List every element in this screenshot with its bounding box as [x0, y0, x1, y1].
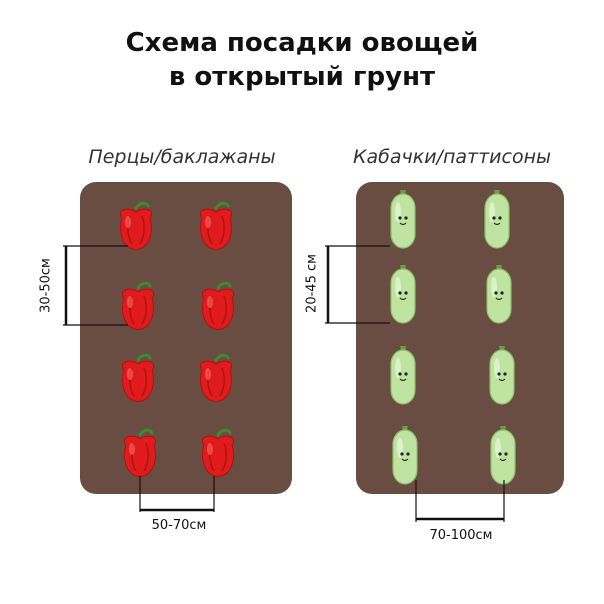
pepper-icon — [122, 428, 158, 478]
right-plant-spacing-bracket — [415, 480, 505, 522]
zucchini-icon — [392, 425, 418, 485]
zucchini-icon — [490, 425, 516, 485]
zucchini-icon — [484, 189, 510, 249]
left-row-spacing-label: 30-50см — [38, 258, 54, 313]
right-row-spacing-bracket — [325, 245, 390, 324]
left-bed — [80, 182, 292, 494]
title-line-1: Схема посадки овощей — [125, 28, 479, 58]
right-bed-title: Кабачки/паттисоны — [353, 146, 551, 168]
pepper-icon — [200, 281, 236, 331]
left-row-spacing-bracket — [63, 245, 128, 326]
zucchini-icon — [390, 189, 416, 249]
pepper-icon — [120, 281, 156, 331]
zucchini-icon — [489, 345, 515, 405]
left-plant-spacing-label: 50-70см — [151, 518, 207, 533]
left-plant-spacing-bracket — [139, 476, 215, 512]
title-line-2: в открытый грунт — [168, 62, 436, 92]
zucchini-icon — [390, 345, 416, 405]
pepper-icon — [198, 353, 234, 403]
left-bed-title: Перцы/баклажаны — [88, 146, 276, 168]
pepper-icon — [118, 201, 154, 251]
pepper-icon — [198, 201, 234, 251]
right-row-spacing-label: 20-45 см — [304, 254, 320, 313]
pepper-icon — [200, 428, 236, 478]
page-title: Схема посадки овощей в открытый грунт — [0, 26, 604, 94]
right-plant-spacing-label: 70-100см — [429, 528, 493, 543]
zucchini-icon — [390, 264, 416, 324]
pepper-icon — [120, 353, 156, 403]
zucchini-icon — [486, 264, 512, 324]
